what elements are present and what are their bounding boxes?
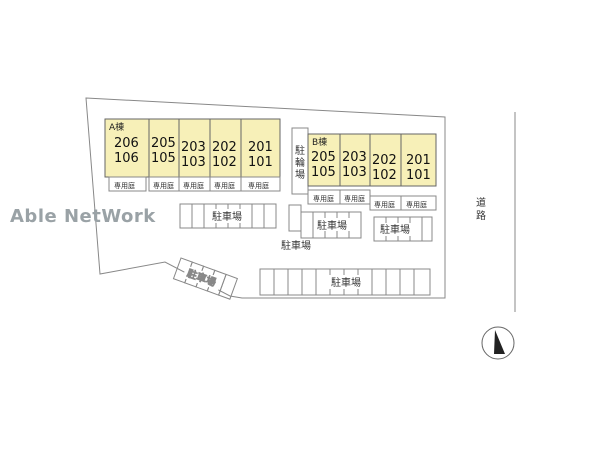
unit-b4-upper: 201 bbox=[406, 153, 431, 168]
garden-label-b1: 専用庭 bbox=[313, 194, 334, 203]
unit-b-201-101 bbox=[400, 133, 437, 187]
unit-201-101 bbox=[240, 118, 281, 178]
site-boundary bbox=[85, 97, 446, 299]
unit-a3-lower: 103 bbox=[181, 155, 206, 170]
parking-label-bottom: 駐車場 bbox=[331, 276, 361, 289]
unit-b1-lower: 105 bbox=[311, 165, 336, 180]
parking-label-middle: 駐車場 bbox=[317, 219, 347, 232]
watermark-text: Able NetWork bbox=[10, 206, 156, 227]
garden-label-a1: 専用庭 bbox=[114, 181, 135, 190]
unit-a3-upper: 203 bbox=[181, 140, 206, 155]
unit-a5-upper: 201 bbox=[248, 140, 273, 155]
bicycle-label-1: 駐 bbox=[295, 144, 305, 157]
unit-b1-upper: 205 bbox=[311, 150, 336, 165]
garden-label-a2: 専用庭 bbox=[153, 181, 174, 190]
unit-a2-lower: 105 bbox=[151, 151, 176, 166]
building-b-label: B棟 bbox=[312, 136, 327, 148]
unit-a5-lower: 101 bbox=[248, 155, 273, 170]
parking-rotated-stalls: 駐車場 bbox=[172, 257, 239, 300]
road-label-2: 路 bbox=[476, 209, 486, 222]
unit-b-205-105 bbox=[307, 133, 341, 187]
unit-b3-lower: 102 bbox=[372, 168, 397, 183]
bicycle-label-3: 場 bbox=[295, 168, 305, 181]
garden-label-b3: 専用庭 bbox=[374, 200, 395, 209]
unit-a4-lower: 102 bbox=[212, 155, 237, 170]
garden-label-b2: 専用庭 bbox=[344, 194, 365, 203]
unit-203-103 bbox=[178, 118, 211, 178]
unit-a4-upper: 202 bbox=[212, 140, 237, 155]
unit-a2-upper: 205 bbox=[151, 136, 176, 151]
parking-label-b: 駐車場 bbox=[380, 223, 410, 236]
bicycle-label-2: 輪 bbox=[295, 156, 305, 169]
building-a-gardens bbox=[108, 176, 281, 192]
unit-206-106 bbox=[104, 118, 150, 178]
unit-b2-upper: 203 bbox=[342, 150, 367, 165]
building-b-gardens bbox=[307, 189, 437, 211]
garden-label-b4: 専用庭 bbox=[406, 200, 427, 209]
unit-b-202-102 bbox=[369, 133, 402, 187]
unit-a1-lower: 106 bbox=[114, 151, 139, 166]
unit-202-102 bbox=[209, 118, 242, 178]
parking-label-a: 駐車場 bbox=[212, 210, 242, 223]
unit-a1-upper: 206 bbox=[114, 136, 139, 151]
north-arrow-icon bbox=[481, 326, 515, 360]
unit-b4-lower: 101 bbox=[406, 168, 431, 183]
garden-label-a5: 専用庭 bbox=[248, 181, 269, 190]
garden-label-a3: 専用庭 bbox=[183, 181, 204, 190]
building-a-label: A棟 bbox=[109, 121, 124, 133]
unit-b3-upper: 202 bbox=[372, 153, 397, 168]
unit-b2-lower: 103 bbox=[342, 165, 367, 180]
building-b: B棟 205 105 203 103 202 102 201 101 bbox=[307, 133, 437, 187]
building-a: A棟 206 106 205 105 203 103 202 102 201 1… bbox=[104, 118, 281, 178]
parking-label-center: 駐車場 bbox=[281, 239, 311, 252]
road-label-1: 道 bbox=[476, 196, 486, 209]
garden-label-a4: 専用庭 bbox=[214, 181, 235, 190]
